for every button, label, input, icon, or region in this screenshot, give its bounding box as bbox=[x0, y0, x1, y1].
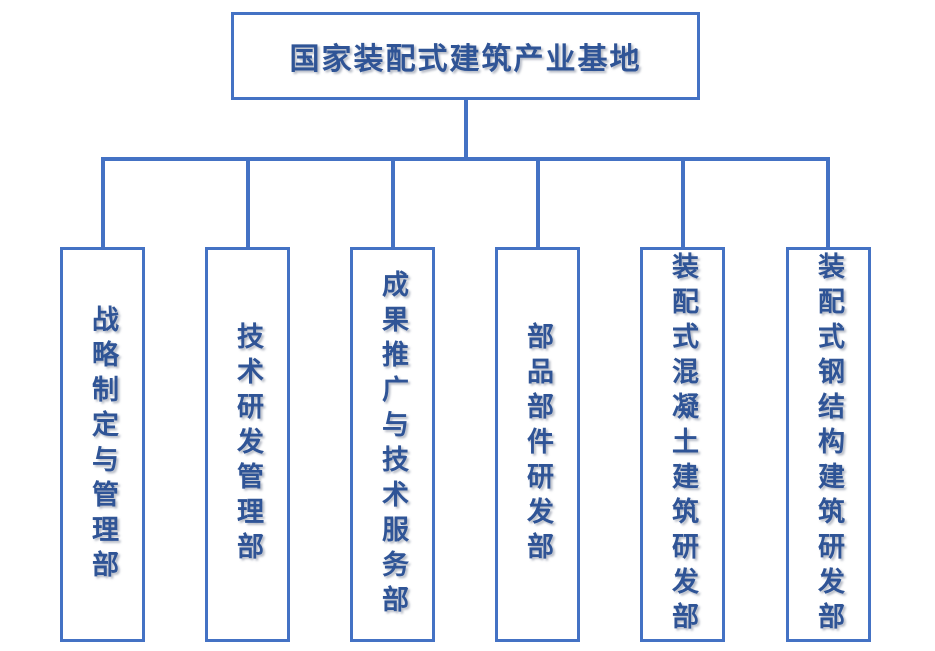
dept-label: 装配式混凝土建筑研发部 bbox=[667, 252, 698, 637]
root-node-box: 国家装配式建筑产业基地 bbox=[231, 12, 700, 100]
connector-drop-1 bbox=[101, 159, 105, 248]
dept-node-tech-rd-management: 技术研发管理部 bbox=[205, 247, 290, 642]
connector-drop-3 bbox=[391, 159, 395, 248]
connector-drop-6 bbox=[826, 159, 830, 248]
dept-label: 成果推广与技术服务部 bbox=[377, 269, 408, 620]
dept-node-precast-concrete-rd: 装配式混凝土建筑研发部 bbox=[640, 247, 725, 642]
connector-drop-5 bbox=[681, 159, 685, 248]
dept-label: 战略制定与管理部 bbox=[87, 304, 118, 585]
org-chart-title: 国家装配式建筑产业基地 bbox=[289, 42, 642, 77]
dept-node-strategy-management: 战略制定与管理部 bbox=[60, 247, 145, 642]
dept-label: 装配式钢结构建筑研发部 bbox=[813, 252, 844, 637]
dept-label: 部品部件研发部 bbox=[522, 322, 553, 567]
connector-drop-4 bbox=[536, 159, 540, 248]
dept-label: 技术研发管理部 bbox=[232, 322, 263, 567]
connector-stem bbox=[464, 100, 468, 159]
dept-node-parts-components-rd: 部品部件研发部 bbox=[495, 247, 580, 642]
connector-horizontal-bar bbox=[101, 157, 830, 161]
dept-node-promotion-tech-service: 成果推广与技术服务部 bbox=[350, 247, 435, 642]
connector-drop-2 bbox=[246, 159, 250, 248]
dept-node-steel-structure-rd: 装配式钢结构建筑研发部 bbox=[786, 247, 871, 642]
